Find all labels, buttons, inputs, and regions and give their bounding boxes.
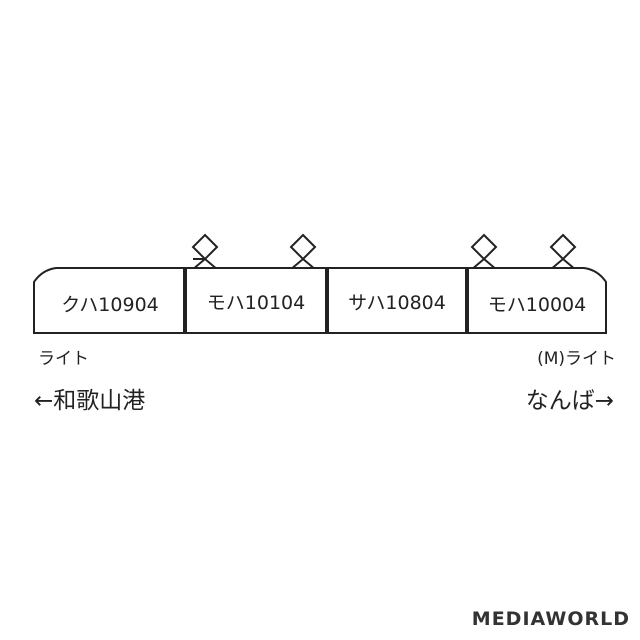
car-label-3: サハ10804 [348,292,446,314]
pantograph [191,233,219,271]
pantograph [470,233,498,271]
car-label-1: クハ10904 [61,294,159,316]
left-light-caption: ライト [38,349,89,369]
car-label-2: モハ10104 [207,292,305,314]
car-body-3 [327,267,467,334]
pantograph [289,233,317,271]
car-label-4: モハ10004 [488,294,586,316]
watermark-logo: MEDIAWORLD [471,608,630,630]
pantograph [549,233,577,271]
car-body-2 [185,267,327,334]
car-body-1 [33,267,185,334]
left-destination-caption: ←和歌山港 [34,388,146,414]
right-destination-caption: なんば→ [525,388,614,414]
car-body-4 [467,267,607,334]
right-light-caption: (M)ライト [537,349,616,369]
